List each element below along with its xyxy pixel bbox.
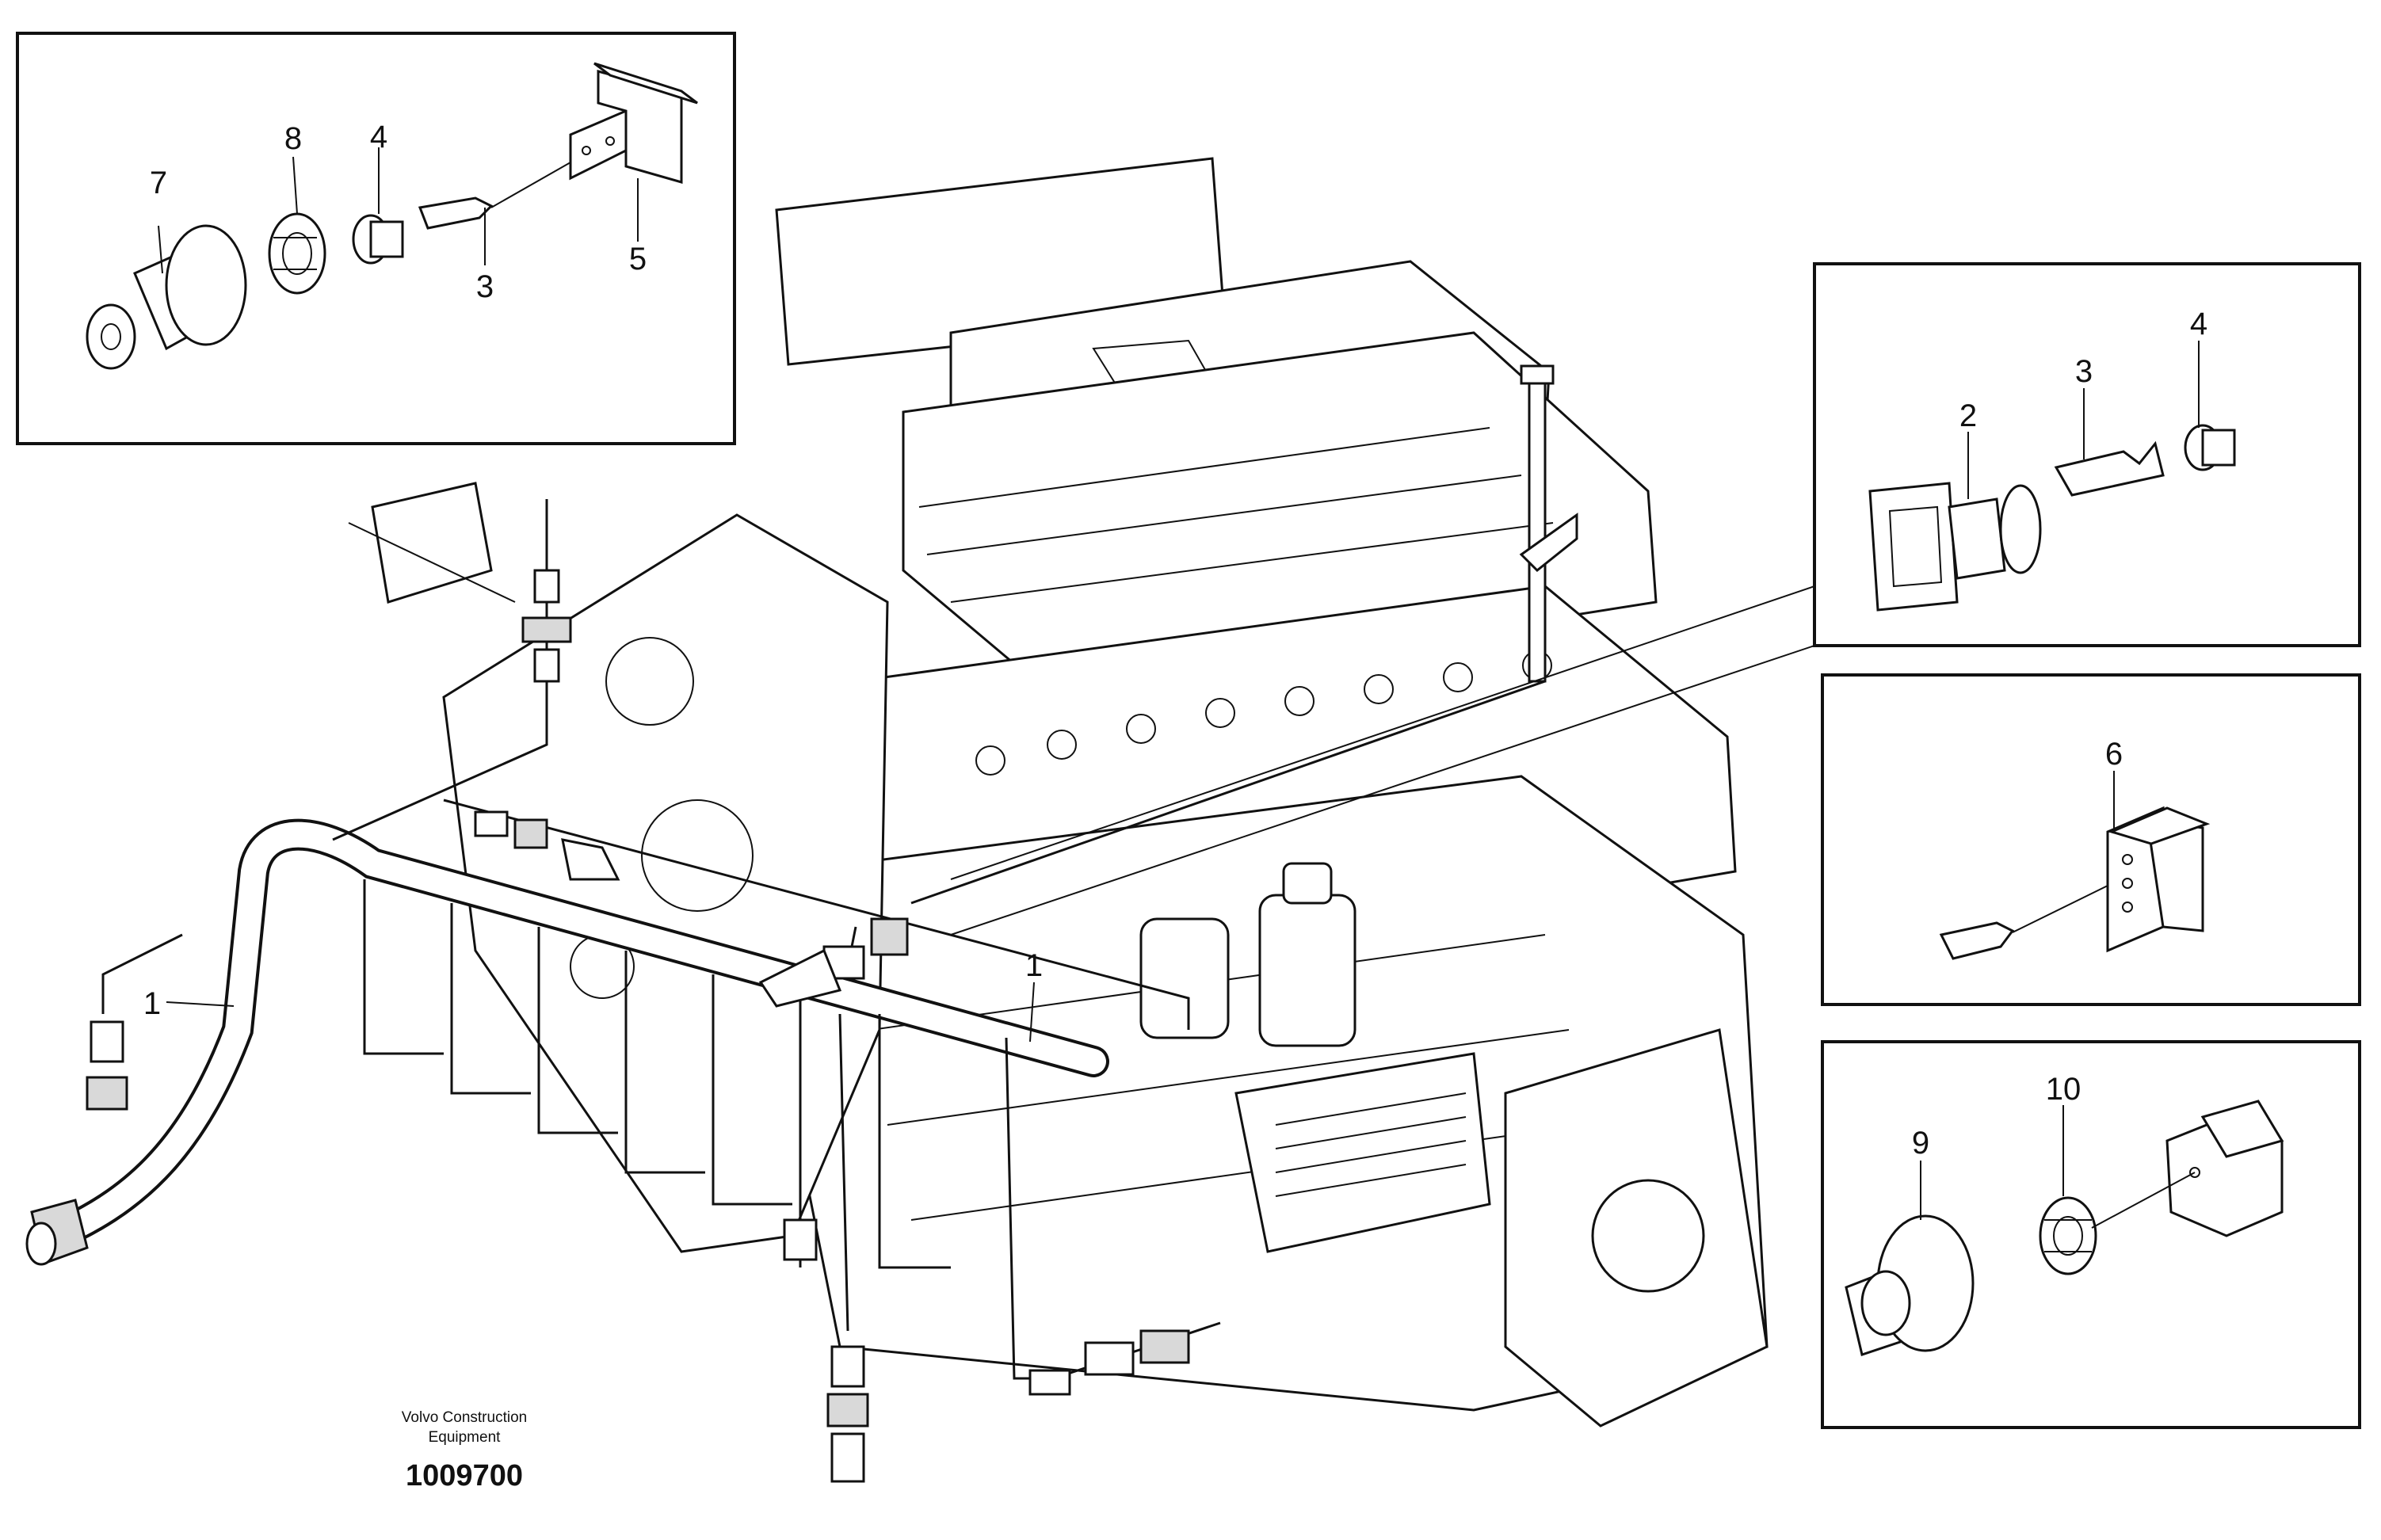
callout-1-harness: 1 [143, 986, 161, 1021]
credit-block: Volvo Construction Equipment 1009700 [402, 1409, 527, 1492]
callout-5: 5 [629, 242, 647, 276]
credit-line-2: Equipment [429, 1429, 502, 1446]
detail-panel-right-middle: 6 [1821, 673, 2361, 1006]
part-2-connector [1868, 482, 2042, 612]
wiring-harness [25, 482, 1546, 1483]
part-5-housing [569, 62, 698, 184]
callout-1-harness-b: 1 [1025, 948, 1043, 983]
callout-3: 3 [476, 269, 494, 304]
detail-panel-right-upper: 2 3 4 [950, 262, 2361, 936]
part-6-housing [1939, 806, 2211, 960]
callout-3b: 3 [2075, 354, 2093, 389]
callout-4: 4 [370, 120, 387, 154]
callout-7: 7 [150, 166, 167, 200]
callout-6: 6 [2105, 737, 2123, 772]
callout-2: 2 [1959, 398, 1977, 433]
main-callouts: 1 1 [143, 948, 1043, 1043]
callout-10: 10 [2046, 1072, 2081, 1107]
part-4-plug [352, 214, 404, 265]
credit-line-1: Volvo Construction [402, 1409, 527, 1426]
detail-panel-right-lower: 9 10 [1821, 1040, 2361, 1429]
detail-panel-top-left: 7 8 4 3 5 [16, 32, 736, 445]
part-3-terminal-b [2054, 440, 2165, 497]
part-10-housing [2091, 1100, 2284, 1237]
part-7-boot [86, 224, 247, 370]
engine-block [442, 157, 1769, 1428]
callout-8: 8 [284, 121, 302, 156]
part-4-plug-b [2184, 424, 2236, 471]
callout-4b: 4 [2190, 307, 2207, 341]
callout-9: 9 [1912, 1126, 1929, 1161]
oil-filter-housing [1139, 862, 1491, 1253]
part-8-seal [268, 212, 326, 295]
part-10-seal [2039, 1196, 2097, 1275]
document-number: 1009700 [406, 1459, 523, 1492]
part-9-boot [1845, 1214, 1975, 1356]
